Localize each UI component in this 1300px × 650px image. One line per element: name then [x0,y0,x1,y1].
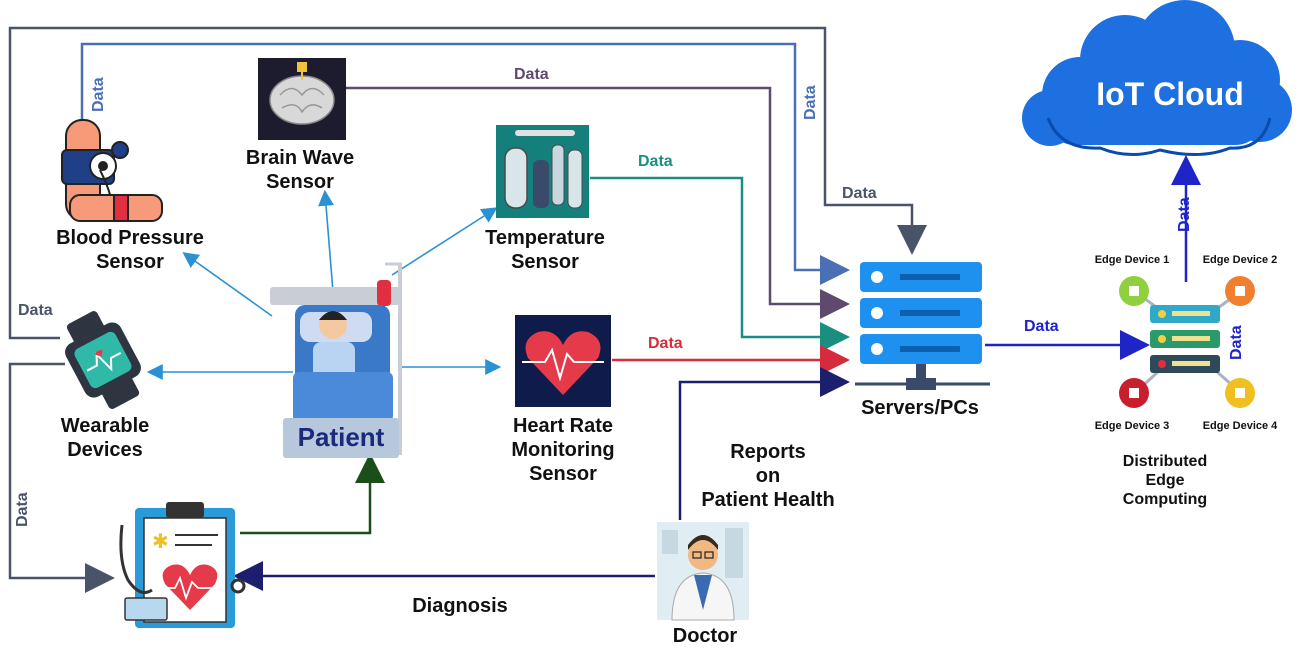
heart-rate-label: Heart Rate Monitoring Sensor [511,415,615,485]
brain-data-line [345,86,850,319]
edge-network-icon [1119,276,1255,408]
data-label-heart: Data [648,335,683,352]
heart-rate-icon [515,315,611,407]
wearable-report-line [8,362,115,593]
data-label-temp: Data [638,153,673,170]
edge-computing-caption: Distributed Edge Computing [1122,453,1208,509]
reports-label: Reports on Patient Health [701,441,835,511]
temp-data-line [590,176,850,352]
doctor-label: Doctor [672,625,738,647]
smartwatch-icon [65,311,141,409]
iot-cloud-icon [1022,0,1292,146]
data-label-wearable: Data [18,302,53,319]
patient-brain-arrow [318,189,335,293]
brain-wave-icon [258,58,346,140]
edge-device-2-label: Edge Device 2 [1202,254,1278,266]
bp-data-line [80,42,850,285]
data-label-bp: Data [90,77,107,112]
blood-pressure-label: Blood Pressure Sensor [56,227,204,273]
report-patient-line [240,453,385,535]
thermometer-icon [496,125,589,218]
servers-label: Servers/PCs [861,397,979,419]
data-label-servers-top: Data [842,185,877,202]
data-label-top: Data [802,85,819,120]
patient-bp-arrow [182,252,273,317]
edge-device-3-label: Edge Device 3 [1094,420,1170,432]
medical-report-icon: ✱ [119,502,246,628]
data-label-edge-cloud: Data [1176,197,1193,232]
wearable-label: Wearable Devices [60,415,150,461]
iot-cloud-label: IoT Cloud [1096,76,1244,112]
server-rack-icon [855,262,990,390]
patient-label: Patient [297,422,385,452]
blood-pressure-icon [61,119,163,222]
doctor-report-line [678,367,850,520]
doctor-icon [657,522,749,621]
data-label-brain: Data [514,66,549,83]
data-label-edge-side: Data [1228,325,1245,360]
temperature-label: Temperature Sensor [485,227,605,273]
patient-icon [270,262,402,458]
edge-device-1-label: Edge Device 1 [1094,254,1170,266]
cloud-outline [1046,117,1272,157]
diagnosis-label: Diagnosis [412,595,508,617]
svg-text:✱: ✱ [152,529,169,553]
patient-temp-arrow [391,207,498,276]
edge-device-4-label: Edge Device 4 [1202,420,1278,432]
data-label-wearable-down: Data [14,492,31,527]
wearable-data-line [8,26,927,340]
brain-wave-label: Brain Wave Sensor [245,147,355,193]
data-label-server-edge: Data [1024,318,1059,335]
